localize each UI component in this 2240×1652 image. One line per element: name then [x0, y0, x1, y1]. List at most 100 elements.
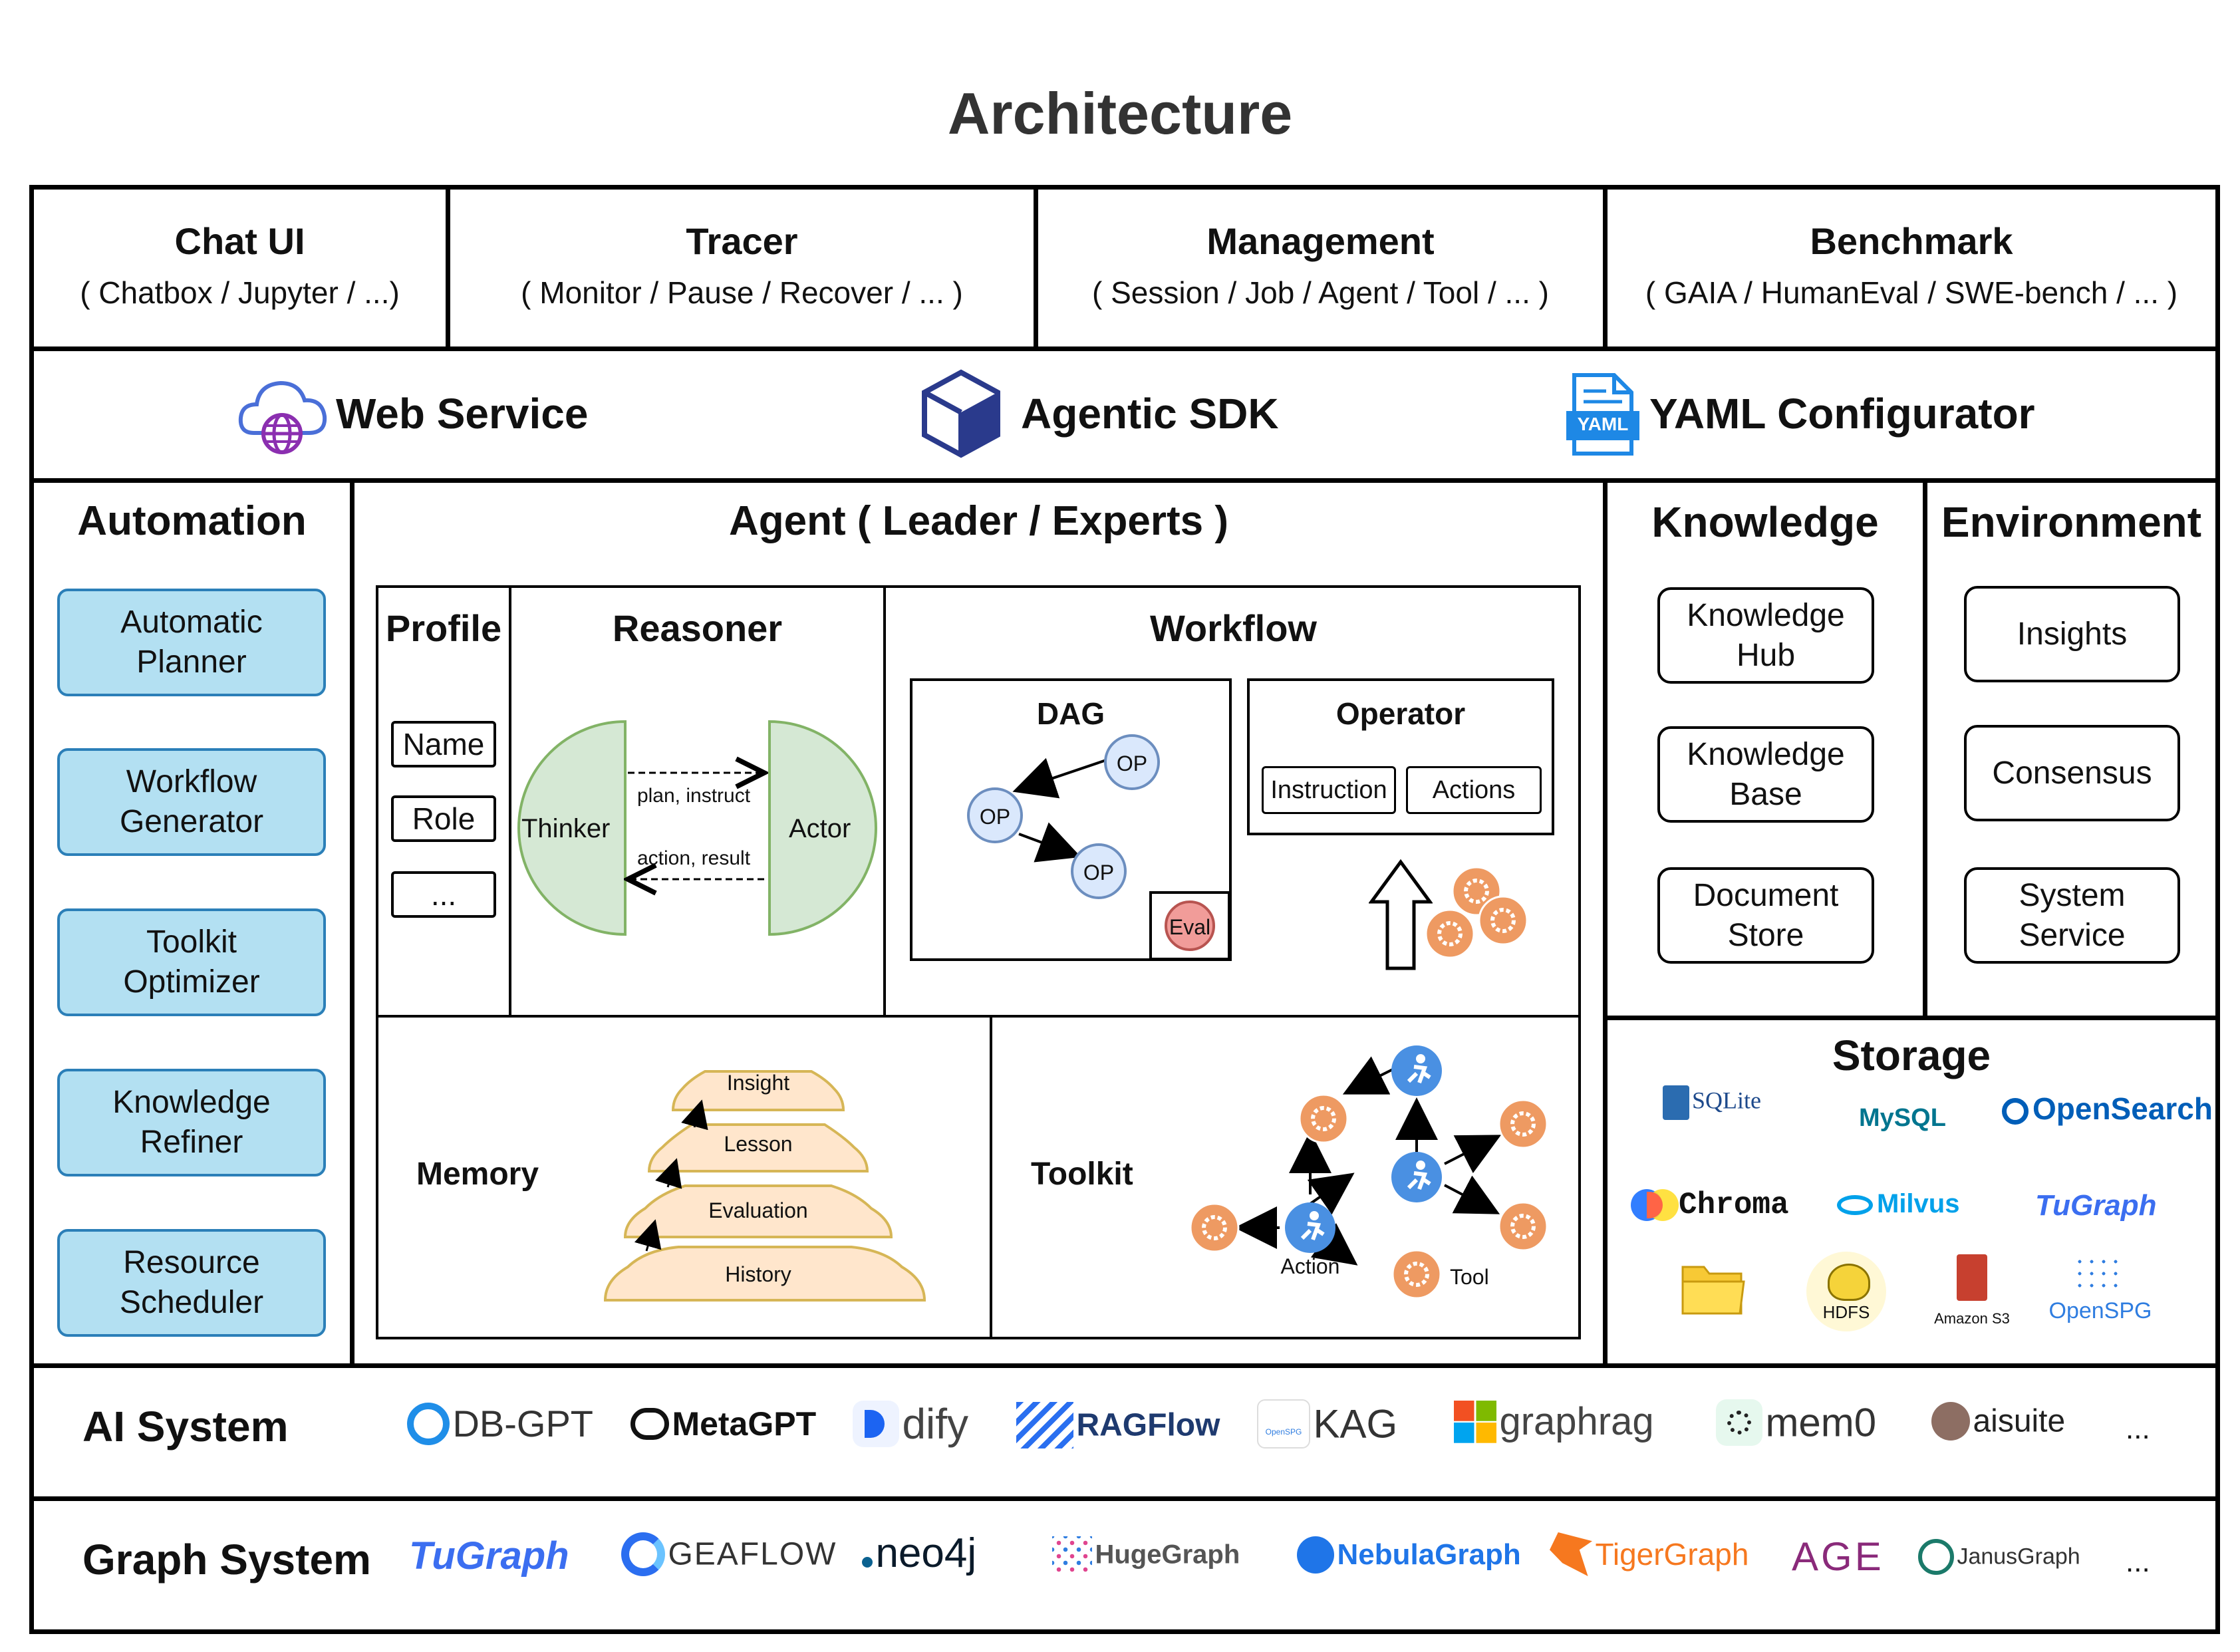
metagpt-text: MetaGPT	[672, 1405, 817, 1443]
tugraph-logo: TuGraph	[409, 1534, 569, 1578]
top-cell-management: Management ( Session / Job / Agent / Too…	[1038, 219, 1603, 311]
kag-logo: OpenSPG KAG	[1257, 1399, 1397, 1448]
graphrag-logo: graphrag	[1454, 1399, 1654, 1444]
memory-pyramid	[603, 1070, 926, 1302]
document-store-item[interactable]: Document Store	[1657, 867, 1874, 964]
instruction-field[interactable]: Instruction	[1262, 766, 1396, 814]
graph-system-bar	[29, 1496, 2220, 1634]
milvus-icon	[1837, 1195, 1873, 1216]
hugegraph-logo: HugeGraph	[1052, 1536, 1240, 1574]
milvus-logo: Milvus	[1837, 1189, 1959, 1219]
toolkit-title: Toolkit	[1031, 1157, 1133, 1192]
graphrag-text: graphrag	[1499, 1400, 1654, 1443]
op-node	[1104, 734, 1160, 790]
web-service-label: Web Service	[336, 390, 589, 438]
tigergraph-text: TigerGraph	[1595, 1537, 1749, 1572]
tool-label: Tool	[1450, 1265, 1489, 1289]
resource-scheduler-button[interactable]: Resource Scheduler	[57, 1229, 326, 1337]
amazon-s3-text: Amazon S3	[1934, 1310, 2010, 1327]
yaml-icon-label: YAML	[1577, 414, 1629, 434]
gear-icon	[1425, 908, 1475, 959]
graph-system-more: ...	[2126, 1546, 2150, 1578]
dify-logo: dify	[853, 1399, 968, 1448]
plan-instruct-label: plan, instruct	[636, 785, 751, 807]
page-title: Architecture	[947, 80, 1293, 146]
knowledge-title: Knowledge	[1651, 498, 1879, 546]
insights-item[interactable]: Insights	[1964, 586, 2180, 682]
nebulagraph-text: NebulaGraph	[1337, 1538, 1521, 1571]
automatic-planner-button[interactable]: Automatic Planner	[57, 589, 326, 696]
openspg-icon	[2074, 1256, 2120, 1293]
reasoner-title: Reasoner	[612, 607, 783, 649]
knowledge-hub-item[interactable]: Knowledge Hub	[1657, 587, 1874, 684]
gear-icon	[1498, 1099, 1548, 1149]
eval-node	[1165, 900, 1215, 951]
consensus-item[interactable]: Consensus	[1964, 725, 2180, 821]
geaflow-text: GEAFLOW	[668, 1536, 837, 1572]
profile-name-field[interactable]: Name	[391, 721, 496, 767]
top-divider-1	[446, 185, 450, 351]
actions-field[interactable]: Actions	[1406, 766, 1542, 814]
service-bar	[29, 346, 2220, 483]
memory-divider	[990, 1015, 992, 1339]
folder-icon	[1680, 1260, 1747, 1317]
agent-inner-bottom	[376, 1015, 1581, 1339]
db-gpt-text: DB-GPT	[452, 1403, 594, 1445]
action-result-label: action, result	[636, 847, 751, 869]
profile-role-field[interactable]: Role	[391, 795, 496, 842]
thinker-label: Thinker	[521, 814, 611, 843]
top-cell-benchmark: Benchmark ( GAIA / HumanEval / SWE-bench…	[1608, 219, 2215, 311]
system-service-item[interactable]: System Service	[1964, 867, 2180, 964]
dify-icon	[853, 1401, 899, 1447]
hugegraph-icon	[1052, 1536, 1092, 1574]
op-label: OP	[1116, 752, 1148, 775]
chroma-logo: Chroma	[1631, 1188, 1789, 1222]
chroma-icon	[1631, 1188, 1679, 1221]
kag-text: KAG	[1313, 1401, 1398, 1446]
kag-openspg-icon: OpenSPG	[1257, 1399, 1310, 1448]
janusgraph-logo: JanusGraph	[1918, 1539, 2080, 1575]
workflow-generator-button[interactable]: Workflow Generator	[57, 748, 326, 856]
insight-label: Insight	[726, 1071, 790, 1095]
ai-system-more: ...	[2126, 1413, 2150, 1445]
aisuite-logo: aisuite	[1931, 1402, 2065, 1441]
gear-icon	[1391, 1249, 1442, 1300]
hdfs-text: HDFS	[1822, 1302, 1870, 1322]
op-node	[967, 787, 1023, 843]
actor-label: Actor	[789, 814, 851, 843]
s3-bucket-icon	[1957, 1254, 1987, 1301]
aisuite-text: aisuite	[1973, 1403, 2066, 1439]
lesson-label: Lesson	[724, 1132, 793, 1156]
dify-text: dify	[902, 1400, 969, 1448]
automation-title: Automation	[77, 498, 307, 544]
elephant-icon	[1828, 1264, 1870, 1301]
toolkit-optimizer-button[interactable]: Toolkit Optimizer	[57, 908, 326, 1016]
janusgraph-icon	[1918, 1539, 1954, 1575]
yaml-configurator-label: YAML Configurator	[1649, 390, 2035, 438]
tugraph-storage-logo: TuGraph	[2035, 1189, 2157, 1222]
chroma-text: Chroma	[1679, 1188, 1789, 1222]
geaflow-logo: GEAFLOW	[621, 1532, 837, 1576]
chat-ui-title: Chat UI	[174, 220, 305, 262]
ragflow-text: RAGFlow	[1076, 1407, 1220, 1443]
db-gpt-icon	[407, 1402, 450, 1445]
microsoft-icon	[1454, 1400, 1496, 1443]
mem0-text: mem0	[1765, 1400, 1877, 1445]
nebulagraph-logo: NebulaGraph	[1297, 1536, 1521, 1574]
agent-title: Agent ( Leader / Experts )	[728, 498, 1229, 544]
profile-divider	[509, 585, 511, 1018]
profile-title: Profile	[385, 607, 502, 649]
opensearch-icon	[2002, 1097, 2029, 1125]
janusgraph-text: JanusGraph	[1957, 1544, 2080, 1570]
top-cell-tracer: Tracer ( Monitor / Pause / Recover / ...…	[450, 219, 1034, 311]
knowledge-refiner-button[interactable]: Knowledge Refiner	[57, 1069, 326, 1176]
profile-more-field[interactable]: ...	[391, 871, 496, 918]
hdfs-logo: HDFS	[1806, 1252, 1886, 1331]
knowledge-base-item[interactable]: Knowledge Base	[1657, 726, 1874, 823]
mem0-icon	[1716, 1399, 1762, 1446]
ai-system-bar	[29, 1363, 2220, 1501]
management-sub: ( Session / Job / Agent / Tool / ... )	[1092, 275, 1549, 310]
hugegraph-text: HugeGraph	[1095, 1540, 1240, 1570]
gear-icon	[1498, 1201, 1548, 1252]
toolkit-graph	[1189, 1045, 1548, 1300]
